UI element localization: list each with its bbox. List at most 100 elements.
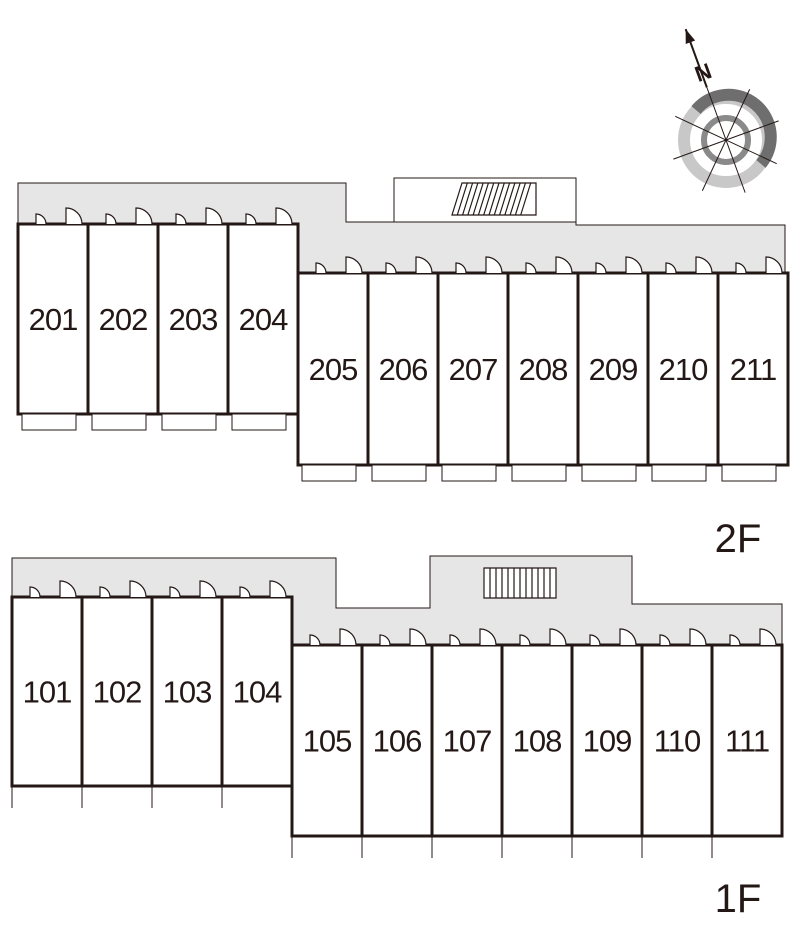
unit-number-207: 207 bbox=[449, 352, 498, 387]
unit-outline bbox=[80, 595, 154, 788]
door-icon bbox=[549, 628, 567, 646]
door-icon bbox=[105, 213, 117, 225]
door-icon bbox=[345, 256, 363, 274]
door-icon bbox=[479, 628, 497, 646]
door-icon bbox=[245, 213, 257, 225]
door-icon bbox=[589, 634, 601, 646]
unit-107: 107 bbox=[430, 628, 504, 858]
balcony bbox=[371, 464, 427, 482]
unit-103: 103 bbox=[150, 580, 224, 808]
door-icon bbox=[729, 634, 741, 646]
stairs bbox=[393, 177, 577, 223]
door-icon bbox=[735, 262, 747, 274]
door-icon bbox=[129, 580, 147, 598]
unit-number-208: 208 bbox=[519, 352, 568, 387]
unit-111: 111 bbox=[710, 628, 784, 858]
unit-number-109: 109 bbox=[583, 724, 632, 759]
unit-outline bbox=[290, 643, 364, 838]
door-icon bbox=[269, 580, 287, 598]
unit-206: 206 bbox=[366, 256, 440, 482]
balcony bbox=[301, 464, 357, 482]
unit-number-209: 209 bbox=[589, 352, 638, 387]
unit-outline bbox=[570, 643, 644, 838]
north-arrow-icon bbox=[684, 28, 708, 88]
door-icon bbox=[379, 634, 391, 646]
unit-number-206: 206 bbox=[379, 352, 428, 387]
door-icon bbox=[759, 628, 777, 646]
compass-line bbox=[675, 115, 777, 165]
door-icon bbox=[665, 262, 677, 274]
balcony bbox=[581, 464, 637, 482]
balcony bbox=[161, 413, 217, 431]
balcony bbox=[651, 464, 707, 482]
unit-outline bbox=[430, 643, 504, 838]
balcony bbox=[721, 464, 777, 482]
unit-104: 104 bbox=[220, 580, 294, 808]
door-icon bbox=[239, 586, 251, 598]
unit-number-201: 201 bbox=[29, 302, 78, 337]
door-icon bbox=[205, 207, 223, 225]
unit-outline bbox=[366, 271, 440, 467]
door-icon bbox=[315, 262, 327, 274]
door-icon bbox=[555, 256, 573, 274]
unit-number-107: 107 bbox=[443, 724, 492, 759]
balcony bbox=[91, 413, 147, 431]
unit-outline bbox=[576, 271, 650, 467]
unit-number-211: 211 bbox=[730, 352, 776, 387]
balcony bbox=[511, 464, 567, 482]
unit-number-203: 203 bbox=[169, 302, 218, 337]
door-icon bbox=[275, 207, 293, 225]
unit-number-110: 110 bbox=[654, 724, 701, 759]
door-icon bbox=[309, 634, 321, 646]
unit-number-103: 103 bbox=[163, 675, 212, 710]
unit-number-102: 102 bbox=[93, 675, 142, 710]
door-icon bbox=[485, 256, 503, 274]
unit-210: 210 bbox=[646, 256, 720, 482]
unit-outline bbox=[640, 643, 714, 838]
unit-number-210: 210 bbox=[659, 352, 708, 387]
door-icon bbox=[409, 628, 427, 646]
door-icon bbox=[415, 256, 433, 274]
unit-109: 109 bbox=[570, 628, 644, 858]
unit-105: 105 bbox=[290, 628, 364, 858]
unit-110: 110 bbox=[640, 628, 714, 858]
unit-203: 203 bbox=[156, 207, 230, 431]
unit-106: 106 bbox=[360, 628, 434, 858]
balcony bbox=[231, 413, 287, 431]
unit-outline bbox=[716, 271, 790, 467]
unit-number-204: 204 bbox=[239, 302, 288, 337]
unit-number-202: 202 bbox=[99, 302, 148, 337]
unit-108: 108 bbox=[500, 628, 574, 858]
door-icon bbox=[99, 586, 111, 598]
door-icon bbox=[175, 213, 187, 225]
unit-207: 207 bbox=[436, 256, 510, 482]
unit-201: 201 bbox=[16, 207, 90, 431]
door-icon bbox=[29, 586, 41, 598]
door-icon bbox=[689, 628, 707, 646]
unit-208: 208 bbox=[506, 256, 580, 482]
door-icon bbox=[59, 580, 77, 598]
door-icon bbox=[659, 634, 671, 646]
door-icon bbox=[135, 207, 153, 225]
unit-102: 102 bbox=[80, 580, 154, 808]
door-icon bbox=[625, 256, 643, 274]
unit-outline bbox=[646, 271, 720, 467]
stairs bbox=[483, 567, 557, 599]
unit-outline bbox=[226, 222, 300, 416]
door-icon bbox=[595, 262, 607, 274]
door-icon bbox=[35, 213, 47, 225]
unit-outline bbox=[16, 222, 90, 416]
door-icon bbox=[455, 262, 467, 274]
door-icon bbox=[619, 628, 637, 646]
unit-outline bbox=[10, 595, 84, 788]
door-icon bbox=[339, 628, 357, 646]
door-icon bbox=[449, 634, 461, 646]
unit-211: 211 bbox=[716, 256, 790, 482]
balcony bbox=[441, 464, 497, 482]
floor-label-1f: 1F bbox=[715, 877, 762, 921]
unit-number-104: 104 bbox=[233, 675, 282, 710]
